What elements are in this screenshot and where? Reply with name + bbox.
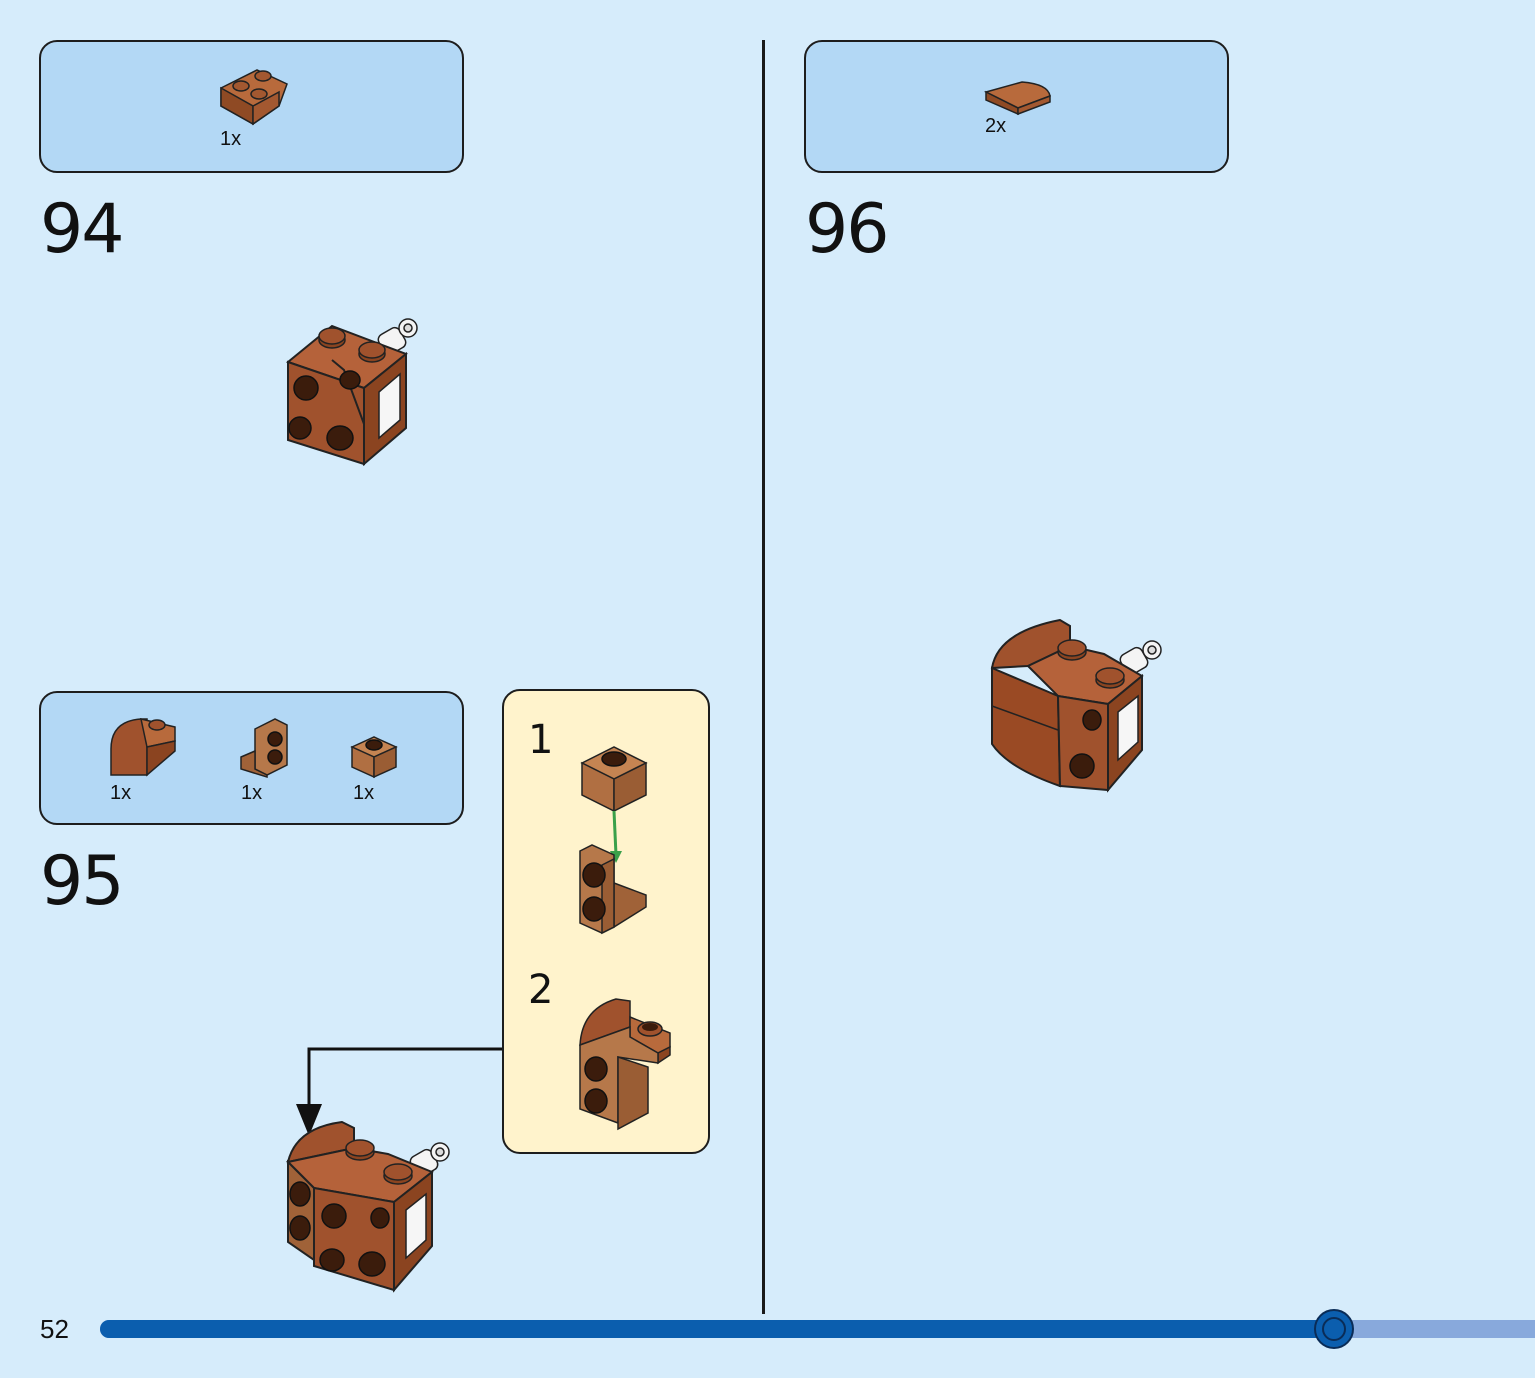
part-quantity: 1x	[110, 782, 132, 804]
part-quantity: 1x	[241, 782, 263, 804]
bracket-plate-icon	[240, 718, 288, 779]
parts-box-step-95: 1x 1x 1x	[39, 691, 464, 825]
stud-brick-1x1-icon	[350, 736, 398, 779]
step-94-model-illustration	[285, 318, 418, 467]
substep-1-illustration	[579, 746, 648, 935]
parts-box-step-94: 1x	[39, 40, 464, 173]
progress-fill	[100, 1320, 1335, 1338]
part-quantity: 1x	[353, 782, 375, 804]
curved-slope-brick-icon	[110, 717, 176, 777]
page-number: 52	[40, 1314, 69, 1344]
step-number-95: 95	[40, 842, 125, 921]
column-divider	[762, 40, 765, 1314]
curved-tile-icon	[983, 81, 1051, 116]
step-96-model-illustration	[990, 618, 1162, 793]
parts-box-step-96: 2x	[804, 40, 1229, 173]
step-number-94: 94	[40, 190, 125, 269]
progress-indicator	[1314, 1309, 1355, 1349]
step-95-model-illustration	[285, 1120, 450, 1293]
wedge-plate-icon	[220, 69, 288, 126]
step-number-96: 96	[805, 190, 890, 269]
part-quantity: 1x	[220, 128, 242, 150]
substep-number-2: 2	[528, 967, 554, 1013]
substep-2-illustration	[579, 998, 671, 1131]
sub-assembly-callout: 1 2	[502, 689, 710, 1154]
substep-number-1: 1	[528, 717, 554, 763]
attach-arrow	[296, 1047, 502, 1136]
part-quantity: 2x	[985, 115, 1007, 137]
